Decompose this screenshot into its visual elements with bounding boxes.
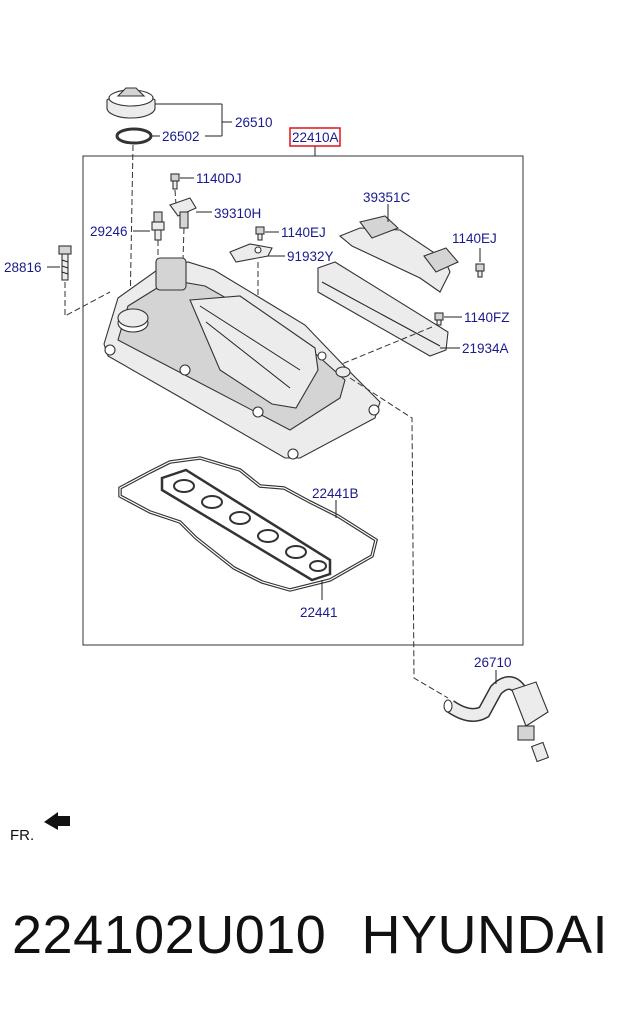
gasket-inner[interactable]	[160, 468, 332, 582]
pcv-plug[interactable]	[151, 211, 165, 241]
callout-22410A[interactable]: 22410A	[292, 130, 339, 145]
callout-1140EJ-right[interactable]: 1140EJ	[452, 231, 497, 246]
assembly-highlight-box	[289, 127, 341, 147]
clip-91932Y[interactable]	[229, 243, 273, 263]
callout-26502[interactable]: 26502	[162, 129, 200, 144]
oil-filler-cap[interactable]	[106, 87, 156, 119]
callout-39310H[interactable]: 39310H	[214, 206, 261, 221]
bolt-1140EJ-left[interactable]	[255, 226, 265, 241]
cylinder-head-cover[interactable]	[103, 257, 381, 460]
callout-26710[interactable]: 26710	[474, 655, 512, 670]
bolt-28816[interactable]	[58, 245, 72, 281]
callout-1140DJ[interactable]: 1140DJ	[196, 171, 242, 186]
callout-22441B[interactable]: 22441B	[312, 486, 359, 501]
callout-22441[interactable]: 22441	[300, 605, 338, 620]
callout-21934A[interactable]: 21934A	[462, 341, 509, 356]
exploded-parts-diagram: 22410A 26510 26502 1140DJ 39310H 29246	[4, 87, 550, 844]
callout-28816[interactable]: 28816	[4, 260, 42, 275]
bolt-1140FZ[interactable]	[434, 312, 444, 326]
part-number: 224102U010	[12, 905, 327, 965]
callout-39351C[interactable]: 39351C	[363, 190, 411, 205]
cap-seal-ring[interactable]	[115, 127, 153, 145]
callout-26510[interactable]: 26510	[235, 115, 273, 130]
front-label: FR.	[10, 827, 34, 844]
brand-name: HYUNDAI	[361, 905, 608, 965]
bolt-1140DJ[interactable]	[170, 173, 180, 190]
front-direction-marker: FR.	[10, 812, 70, 844]
callout-29246[interactable]: 29246	[90, 224, 128, 239]
callout-91932Y[interactable]: 91932Y	[287, 249, 334, 264]
bolt-1140EJ-right[interactable]	[475, 263, 485, 278]
breather-hose[interactable]	[443, 676, 550, 763]
callout-1140EJ-left[interactable]: 1140EJ	[281, 225, 326, 240]
gasket-outer[interactable]	[118, 456, 379, 592]
callout-1140FZ[interactable]: 1140FZ	[464, 310, 510, 325]
front-arrow-icon	[44, 812, 70, 830]
camshaft-sensor[interactable]	[169, 197, 197, 229]
baffle-plate[interactable]	[317, 261, 449, 357]
assembly-frame	[82, 155, 524, 646]
